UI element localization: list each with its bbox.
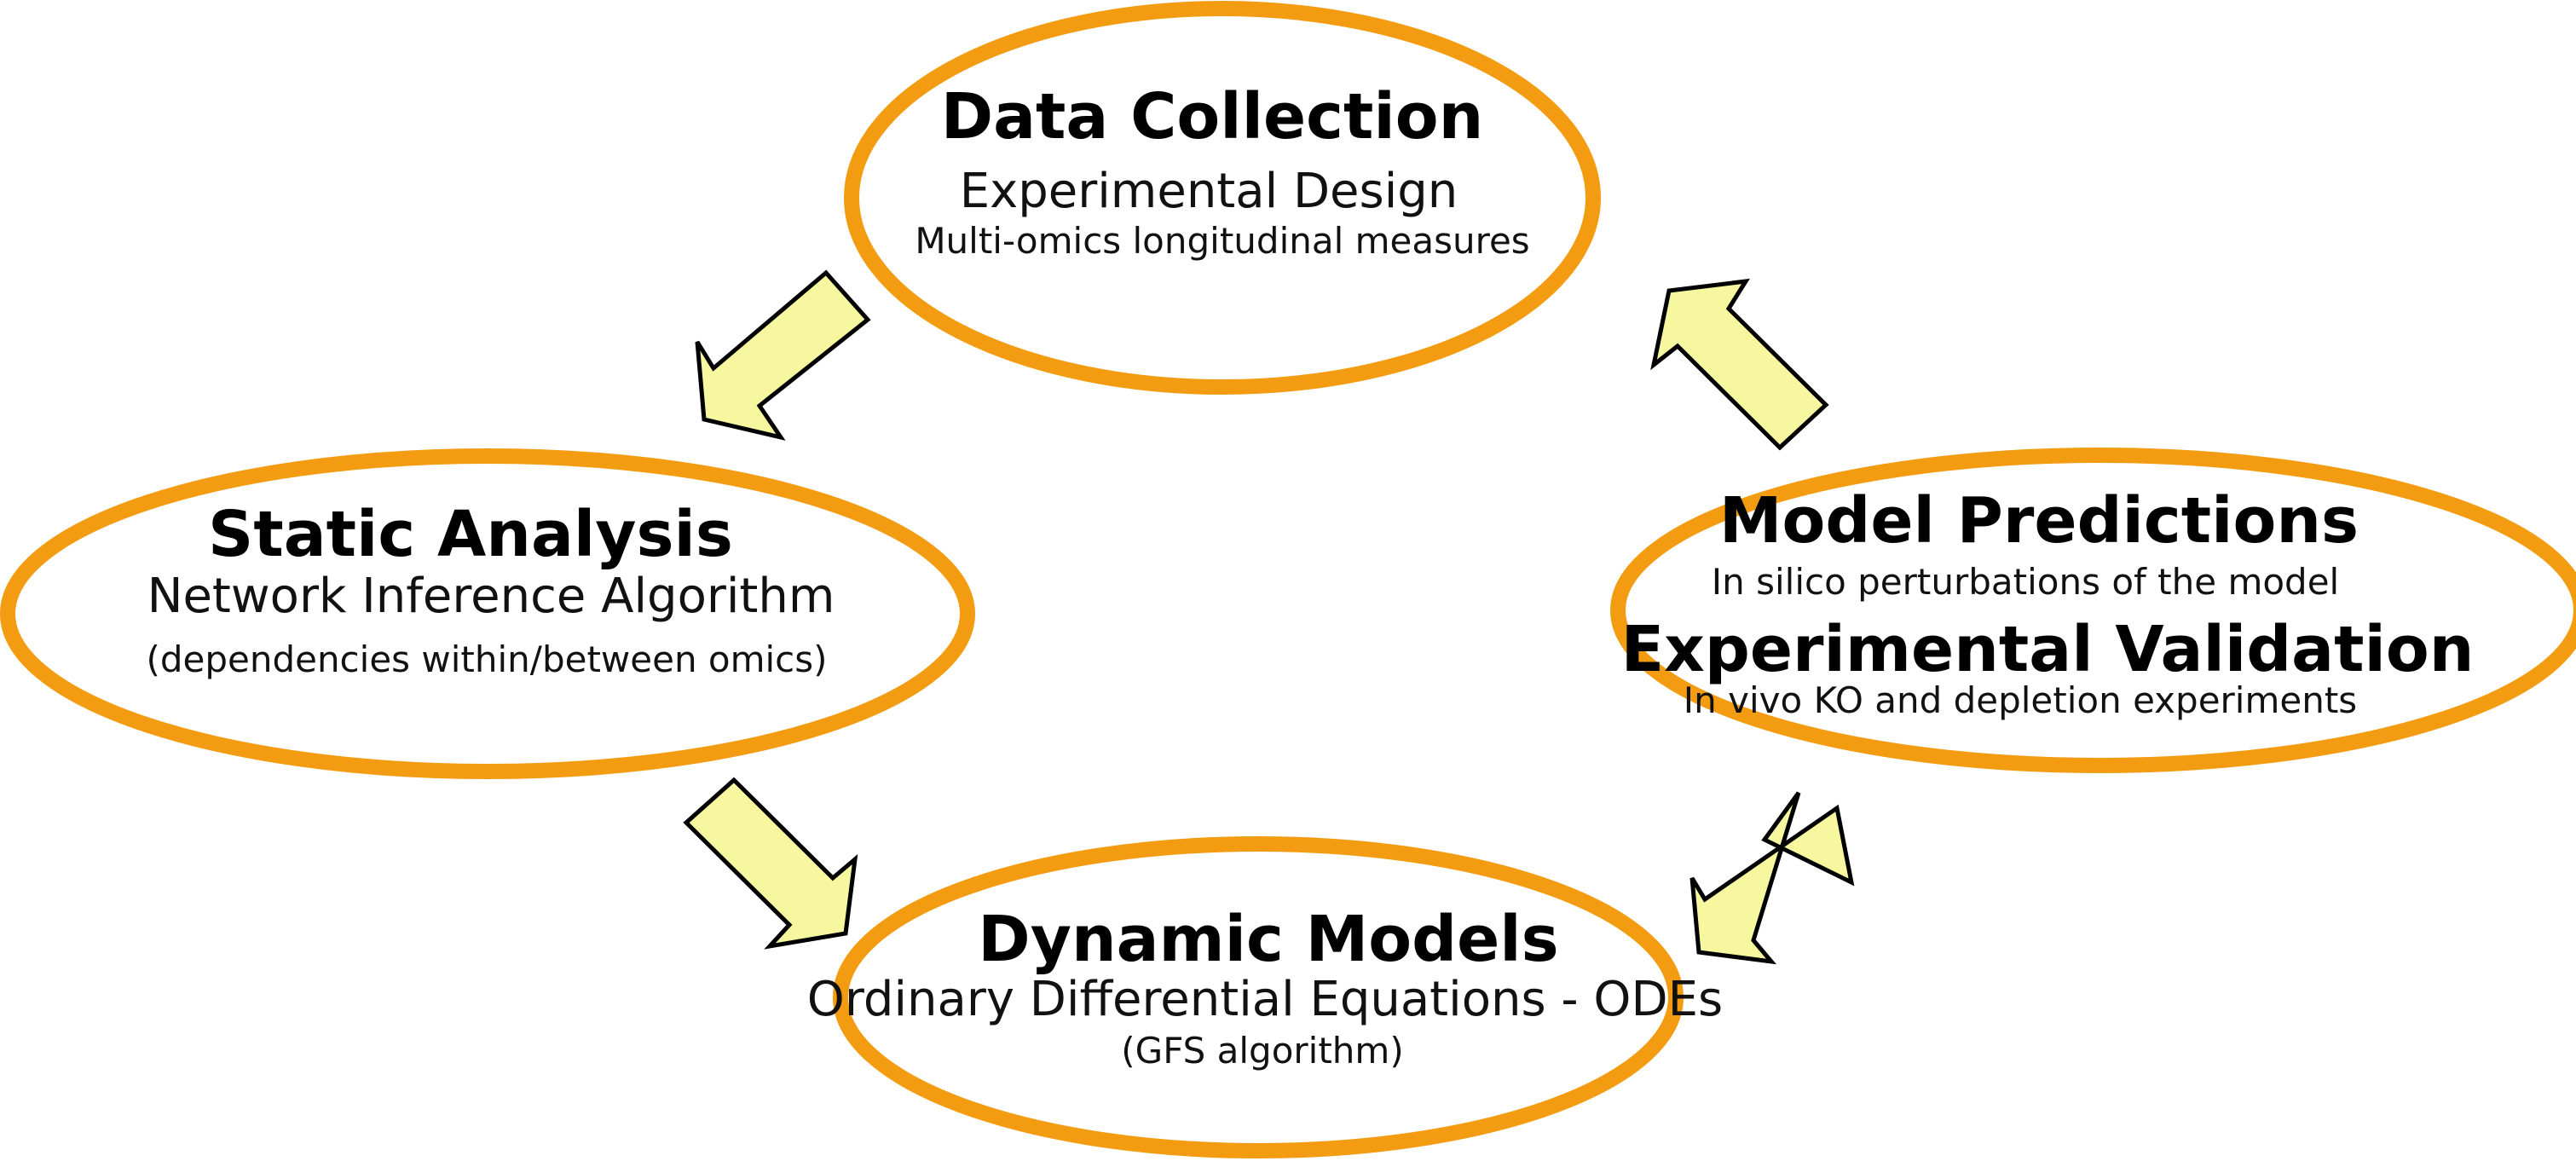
dynamic-models-subtitle: Ordinary Differential Equations - ODEs: [807, 972, 1723, 1027]
model-predictions-title: Model Predictions: [1719, 484, 2359, 558]
experimental-validation-title: Experimental Validation: [1621, 613, 2475, 686]
arrow-dynamic-models-model-predictions: [1689, 791, 1855, 965]
experimental-validation-detail: In vivo KO and depletion experiments: [1684, 679, 2357, 721]
static-analysis-title: Static Analysis: [208, 498, 733, 571]
arrow-data-collection-to-static-analysis: [695, 269, 871, 441]
dynamic-models-detail: (GFS algorithm): [1121, 1030, 1403, 1072]
data-collection-subtitle: Experimental Design: [960, 164, 1458, 219]
model-predictions-ellipse: [1610, 448, 2576, 773]
arrow-model-predictions-to-data-collection: [1650, 278, 1829, 451]
static-analysis-ellipse: [0, 448, 975, 779]
model-predictions-detail: In silico perturbations of the model: [1712, 561, 2339, 603]
data-collection-detail: Multi-omics longitudinal measures: [915, 220, 1529, 262]
dynamic-models-title: Dynamic Models: [978, 903, 1558, 976]
dynamic-models-ellipse: [833, 836, 1684, 1158]
static-analysis-detail: (dependencies within/between omics): [146, 638, 827, 680]
arrow-static-analysis-to-dynamic-models: [683, 777, 858, 950]
data-collection-title: Data Collection: [941, 80, 1484, 153]
static-analysis-subtitle: Network Inference Algorithm: [147, 569, 835, 624]
data-collection-ellipse: [844, 1, 1601, 395]
